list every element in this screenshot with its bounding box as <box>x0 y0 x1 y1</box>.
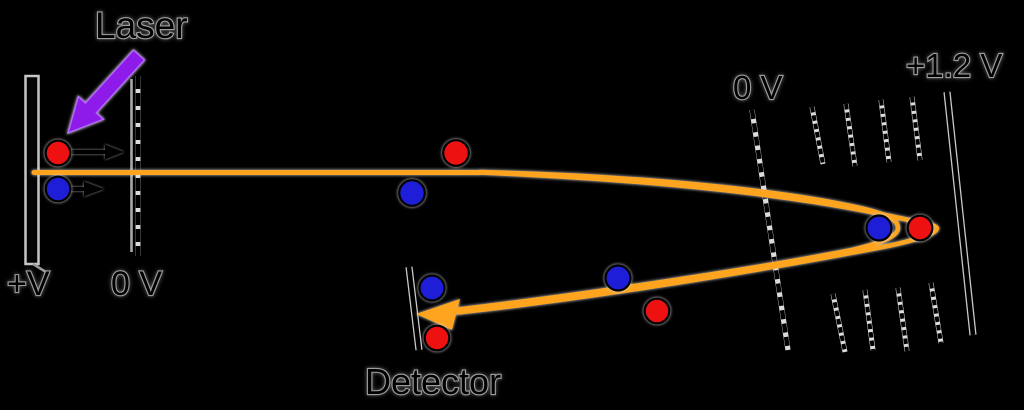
ion-drift-out-red <box>442 139 470 167</box>
reflectron-front-grid <box>749 109 791 351</box>
laser-arrow-icon <box>66 48 146 135</box>
ions <box>44 139 934 352</box>
detector-plate <box>405 266 423 351</box>
ion-at-detector-blue <box>418 274 446 302</box>
source-plate-voltage-label: +V <box>7 265 50 303</box>
reflectron-ring-segment <box>843 103 858 167</box>
ion-flight-path <box>31 169 940 330</box>
ion-drift-back-blue <box>604 264 632 292</box>
red-ion-velocity-arrow-icon <box>71 144 124 160</box>
ion-drift-out-blue <box>398 179 426 207</box>
reflectron-ring-segment <box>830 293 848 353</box>
ion-drift-back-red <box>643 297 671 325</box>
extraction-grid <box>130 76 141 256</box>
ion-at-detector-red <box>423 324 451 352</box>
reflectron-back-voltage-label: +1.2 V <box>906 47 1002 84</box>
ion-turnaround-blue <box>865 214 893 242</box>
flight-path-light-ion <box>455 169 901 312</box>
flight-path-heavy-ion <box>455 170 940 315</box>
reflectron-ring-segment <box>928 282 944 344</box>
source-plate-foot <box>32 262 47 274</box>
blue-ion-velocity-arrow-icon <box>71 181 104 197</box>
ion-source-blue <box>44 175 72 203</box>
reflectron-back-plate <box>943 91 977 336</box>
reflectron-ring-segment <box>862 289 876 351</box>
reflectron-front-grid-voltage-label: 0 V <box>733 69 783 106</box>
reflectron-ring-grid <box>809 96 944 353</box>
reflectron-ring-segment <box>809 106 826 165</box>
extraction-grid-voltage-label: 0 V <box>111 265 162 303</box>
flight-path-arrowhead-icon <box>416 299 460 330</box>
reflectron-ring-segment <box>895 287 910 352</box>
laser-label: Laser <box>95 5 188 46</box>
reflectron-ring-segment <box>878 99 892 163</box>
detector-label: Detector <box>365 361 501 402</box>
ion-source-red <box>44 139 72 167</box>
ion-turnaround-red <box>906 214 934 242</box>
reflectron-ring-segment <box>909 96 923 161</box>
